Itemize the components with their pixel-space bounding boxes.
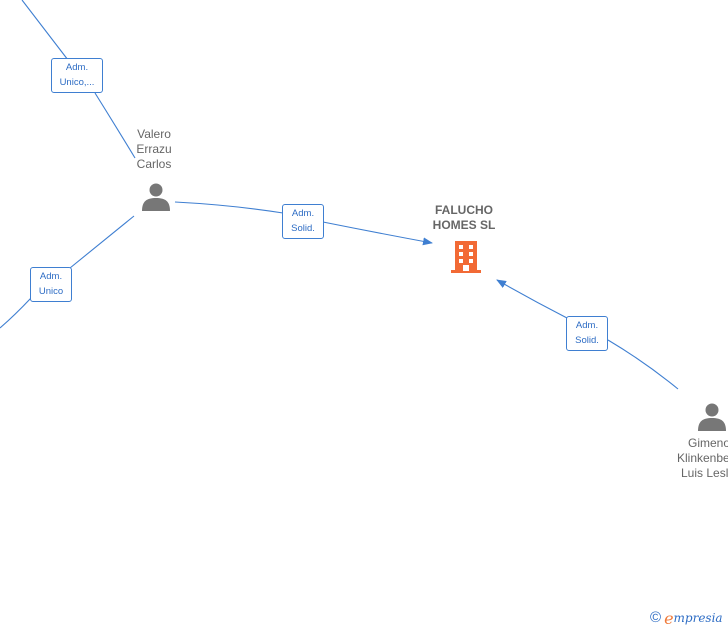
edge-label-gimeno-company-line2: Solid. [575,335,599,346]
edge-label-valero-company-line1: Adm. [291,208,315,219]
edge-label-gimeno-company-line1: Adm. [575,320,599,331]
edge-label-valero-company[interactable]: Adm. Solid. [282,204,324,239]
copyright-icon: © [650,609,662,626]
person-name-gimeno[interactable]: Gimeno Klinkenberg Luis Leslie [676,436,728,481]
edge-line-gimeno-company [497,280,679,390]
person-name-valero-line2: Errazu [136,142,172,156]
edge-label-top[interactable]: Adm. Unico,... [51,58,103,93]
company-name-line1: FALUCHO [435,203,493,217]
person-name-valero-line1: Valero [137,127,171,141]
edge-line-top [21,0,136,159]
edge-label-top-line1: Adm. [65,62,89,73]
person-icon[interactable] [697,402,727,432]
building-icon[interactable] [449,240,483,274]
company-name-line2: HOMES SL [432,218,496,232]
empresia-logo-mark: e [664,608,674,628]
empresia-logo-text: mpresia [673,611,723,625]
edge-label-left[interactable]: Adm. Unico [30,267,72,302]
edge-label-top-line2: Unico,... [59,77,95,88]
edge-line-left [0,215,135,329]
edge-label-gimeno-company[interactable]: Adm. Solid. [566,316,608,351]
person-name-gimeno-line2: Klinkenberg [677,451,728,465]
person-icon[interactable] [141,182,171,212]
person-name-valero-line3: Carlos [136,157,172,171]
edge-line-valero-company [174,201,432,243]
edge-label-valero-company-line2: Solid. [291,223,315,234]
person-name-gimeno-line1: Gimeno [688,436,728,450]
edge-label-left-line2: Unico [38,286,64,297]
person-name-gimeno-line3: Luis Leslie [681,466,728,480]
edge-label-left-line1: Adm. [39,271,63,282]
company-name[interactable]: FALUCHO HOMES SL [414,203,514,233]
person-name-valero[interactable]: Valero Errazu Carlos [114,127,194,172]
